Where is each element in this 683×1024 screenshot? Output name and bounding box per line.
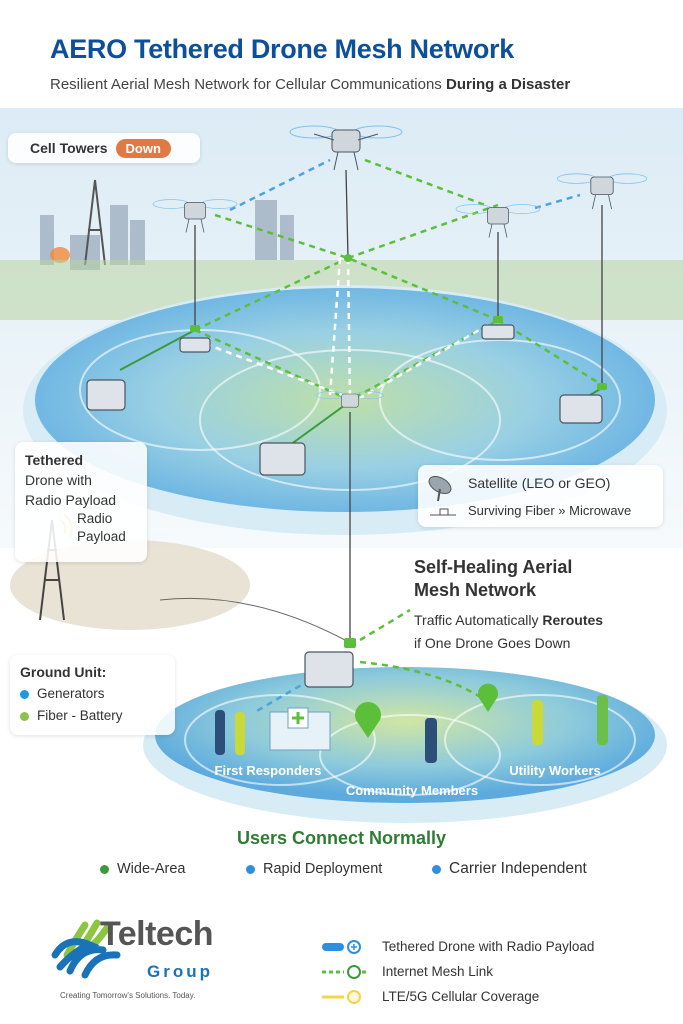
subtitle-regular: Resilient Aerial Mesh Network for Cellul…: [50, 76, 442, 93]
damaged-city: [40, 200, 294, 270]
reroute-bold: Reroutes: [542, 612, 604, 628]
self-healing-line2: Mesh Network: [414, 580, 537, 600]
reroute-description: Traffic Automatically Reroutes if One Dr…: [414, 609, 603, 655]
radio-payload-label: Radio Payload: [77, 510, 126, 546]
reroute-line2: if One Drone Goes Down: [414, 635, 571, 651]
user-zone: [155, 667, 655, 803]
satellite-label: Satellite (LEO or GEO): [468, 475, 611, 491]
tethered-drone-card: Tethered Drone with Radio Payload: [15, 442, 147, 562]
logo-tagline: Creating Tomorrow's Solutions. Today.: [60, 991, 196, 1000]
logo-name: Teltech: [100, 915, 214, 953]
legend: Tethered Drone with Radio Payload Intern…: [322, 934, 594, 1009]
fire-icon: [50, 247, 70, 263]
legend-item: Tethered Drone with Radio Payload: [322, 934, 594, 959]
backhaul-card: Satellite (LEO or GEO) Surviving Fiber »…: [418, 465, 663, 527]
network-illustration: First Responders Community Members Utili…: [0, 108, 683, 823]
subtitle-bold: During a Disaster: [445, 76, 571, 93]
bullet-icon: [20, 711, 29, 721]
ground-unit-item: Fiber - Battery: [20, 705, 165, 727]
disaster-ground: [10, 540, 250, 630]
zone-first-responders: First Responders: [215, 763, 322, 778]
feature-bullets: Wide-Area Rapid Deployment Carrier Indep…: [100, 860, 587, 878]
legend-item: LTE/5G Cellular Coverage: [322, 984, 594, 1009]
cell-tower-icon: [84, 179, 106, 266]
hospital-icon: [269, 707, 331, 751]
cell-towers-label: Cell Towers: [30, 140, 108, 156]
users-connect-title: Users Connect Normally: [236, 828, 447, 848]
bullet-wide-area: Wide-Area: [117, 861, 186, 877]
satellite-dish-icon: [428, 475, 456, 516]
logo-group: Group: [147, 962, 213, 981]
drone-icon: [316, 391, 384, 408]
feature-bullet: Wide-Area: [100, 860, 246, 878]
status-badge: Down: [115, 138, 171, 158]
user-zone-cell: [184, 694, 376, 786]
bullet-icon: [100, 864, 109, 874]
drone-icon: [556, 173, 648, 210]
bullet-carrier-independent: Carrier Independent: [449, 860, 587, 877]
user-zone-cell: [319, 714, 501, 796]
tether-lines: [194, 169, 603, 642]
self-healing-title: Self-Healing Aerial Mesh Network: [414, 556, 572, 602]
feature-bullet: Carrier Independent: [432, 860, 587, 878]
drones: [152, 125, 648, 408]
legend-item: Internet Mesh Link: [322, 959, 594, 984]
ground-unit-generators: Generators: [37, 686, 105, 701]
teltech-logo-mark: [51, 919, 121, 979]
legend-label: LTE/5G Cellular Coverage: [382, 989, 540, 1004]
reroute-line1: Traffic Automatically Reroutes: [414, 609, 603, 632]
user-zone-cell: [444, 694, 636, 786]
location-pin-icon: [355, 683, 498, 738]
legend-label: Tethered Drone with Radio Payload: [382, 939, 595, 954]
coverage-cell: [379, 339, 621, 461]
drone-icon: [289, 125, 403, 171]
person-icon: [215, 695, 608, 763]
bullet-icon: [432, 864, 441, 874]
mesh-node-icon: [190, 254, 607, 648]
mesh-link-icon: [322, 964, 366, 979]
zone-utility-workers: Utility Workers: [509, 763, 601, 778]
self-healing-line1: Self-Healing Aerial: [414, 557, 573, 577]
ground-unit-icon: [86, 324, 603, 688]
zone-community-members: Community Members: [346, 783, 478, 798]
page-title: AERO Tethered Drone Mesh Network: [50, 34, 514, 64]
tethered-title: Tethered: [25, 452, 84, 468]
bullet-rapid-deployment: Rapid Deployment: [263, 861, 383, 877]
reroute-text: Traffic Automatically: [414, 612, 539, 628]
ground-unit-fiber-battery: Fiber - Battery: [37, 708, 123, 723]
legend-label: Internet Mesh Link: [382, 964, 494, 979]
coverage-icon: [322, 989, 361, 1004]
bullet-icon: [246, 864, 255, 874]
tethered-line3: Radio Payload: [25, 492, 117, 508]
fiber-label: Surviving Fiber » Microwave: [468, 503, 632, 518]
bullet-icon: [20, 689, 29, 699]
ground-unit-title: Ground Unit:: [20, 664, 107, 680]
page-subtitle: Resilient Aerial Mesh Network for Cellul…: [50, 76, 570, 93]
power-line: [159, 597, 346, 641]
ground-unit-card: Ground Unit: Generators Fiber - Battery: [10, 655, 175, 735]
radio-payload-line2: Payload: [77, 529, 126, 544]
drone-icon: [322, 939, 361, 954]
radio-payload-line1: Radio: [77, 511, 113, 526]
tethered-line2: Drone with: [25, 472, 92, 488]
drone-icon: [152, 199, 238, 233]
feature-bullet: Rapid Deployment: [246, 860, 432, 878]
cell-towers-status: Cell Towers Down: [8, 133, 200, 163]
drone-icon: [455, 204, 541, 238]
ground-unit-item: Generators: [20, 683, 165, 705]
